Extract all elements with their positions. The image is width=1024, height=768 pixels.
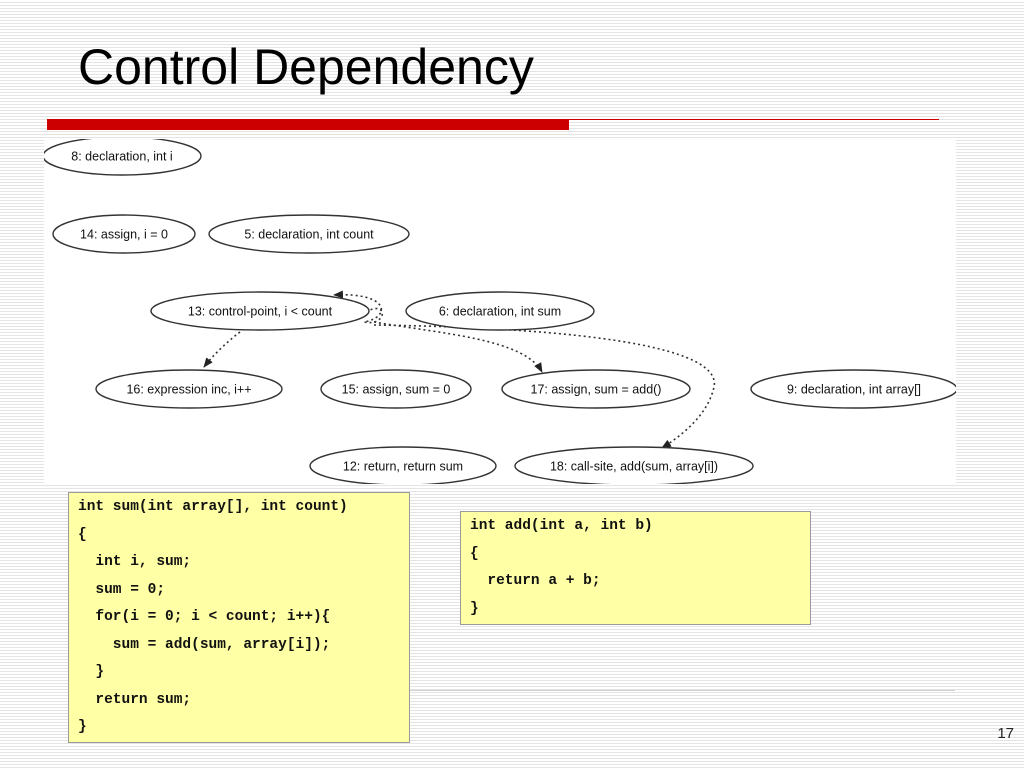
graph-node-13-label: 13: control-point, i < count bbox=[188, 305, 333, 319]
code-line: } bbox=[78, 664, 105, 680]
graph-node-16-label: 16: expression inc, i++ bbox=[126, 383, 251, 397]
graph-node-16: 16: expression inc, i++ bbox=[95, 369, 283, 409]
code-line: return a + b; bbox=[470, 573, 601, 589]
title-underline-bar bbox=[47, 119, 569, 130]
graph-node-17: 17: assign, sum = add() bbox=[501, 369, 691, 409]
code-line: sum = add(sum, array[i]); bbox=[78, 636, 331, 653]
code-block-sum-function: int sum(int array[], int count) { int i,… bbox=[68, 492, 410, 743]
graph-node-14: 14: assign, i = 0 bbox=[52, 214, 196, 254]
graph-node-12-label: 12: return, return sum bbox=[343, 460, 463, 474]
slide-title: Control Dependency bbox=[78, 39, 534, 95]
graph-node-18: 18: call-site, add(sum, array[i]) bbox=[514, 446, 754, 484]
code-line: for(i = 0; i < count; i++){ bbox=[78, 609, 331, 625]
code-line: sum = 0; bbox=[78, 581, 166, 598]
graph-node-5: 5: declaration, int count bbox=[208, 214, 410, 254]
graph-edge-13-self-loop bbox=[333, 290, 383, 324]
graph-node-8: 8: declaration, int i bbox=[44, 139, 202, 176]
graph-node-17-label: 17: assign, sum = add() bbox=[531, 383, 662, 397]
graph-node-6-label: 6: declaration, int sum bbox=[439, 305, 561, 319]
code-line: int i, sum; bbox=[78, 554, 192, 570]
graph-edge-13-to-16 bbox=[203, 328, 245, 368]
graph-node-18-label: 18: call-site, add(sum, array[i]) bbox=[550, 460, 718, 474]
title-underline-line bbox=[569, 119, 939, 120]
graph-node-9: 9: declaration, int array[] bbox=[750, 369, 956, 409]
graph-node-12: 12: return, return sum bbox=[309, 446, 497, 484]
code-line: int add(int a, int b) bbox=[470, 518, 653, 534]
code-line: } bbox=[78, 719, 87, 735]
footer-divider bbox=[410, 690, 955, 691]
graph-node-13: 13: control-point, i < count bbox=[150, 291, 370, 331]
code-line: { bbox=[78, 526, 87, 543]
code-line: } bbox=[470, 600, 479, 617]
graph-node-8-label: 8: declaration, int i bbox=[71, 150, 172, 164]
graph-node-15: 15: assign, sum = 0 bbox=[320, 369, 472, 409]
page-number: 17 bbox=[997, 725, 1014, 742]
code-line: { bbox=[470, 545, 479, 562]
code-line: return sum; bbox=[78, 691, 192, 708]
graph-node-9-label: 9: declaration, int array[] bbox=[787, 383, 921, 397]
graph-node-5-label: 5: declaration, int count bbox=[244, 228, 374, 242]
graph-node-6: 6: declaration, int sum bbox=[405, 291, 595, 331]
graph-node-14-label: 14: assign, i = 0 bbox=[80, 228, 168, 242]
code-line: int sum(int array[], int count) bbox=[78, 499, 348, 515]
graph-node-15-label: 15: assign, sum = 0 bbox=[342, 383, 451, 397]
graph-edges bbox=[203, 290, 715, 449]
graph-edge-13-to-18 bbox=[373, 324, 715, 449]
control-dependency-graph: 8: declaration, int i 14: assign, i = 0 … bbox=[44, 139, 956, 484]
code-block-add-function: int add(int a, int b) { return a + b; } bbox=[460, 511, 811, 625]
